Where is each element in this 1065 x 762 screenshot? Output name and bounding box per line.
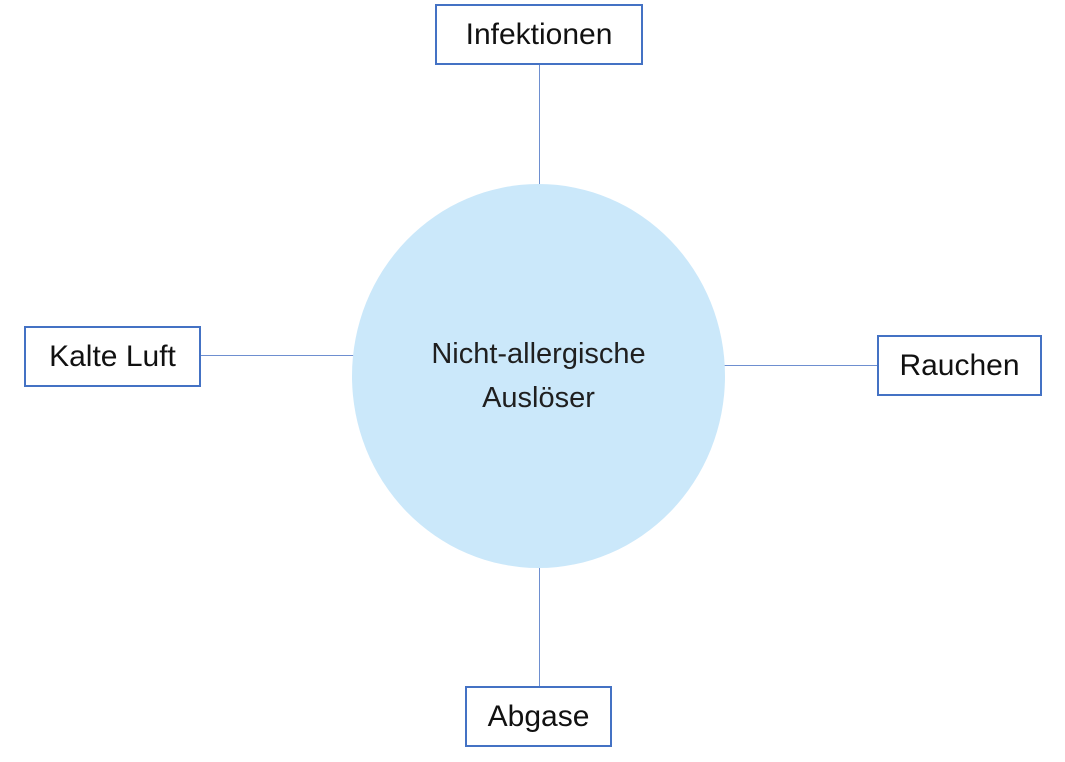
connector-bottom [539, 566, 540, 688]
node-kalte-luft: Kalte Luft [24, 326, 201, 387]
node-infektionen: Infektionen [435, 4, 643, 65]
node-abgase: Abgase [465, 686, 612, 747]
central-concept-circle: Nicht-allergische Auslöser [352, 184, 725, 568]
connector-top [539, 64, 540, 186]
node-rauchen: Rauchen [877, 335, 1042, 396]
central-concept-line-2: Auslöser [482, 382, 595, 414]
connector-left [200, 355, 354, 356]
central-concept-label: Nicht-allergische Auslöser [431, 332, 645, 420]
central-concept-line-1: Nicht-allergische [431, 338, 646, 370]
connector-right [723, 365, 879, 366]
